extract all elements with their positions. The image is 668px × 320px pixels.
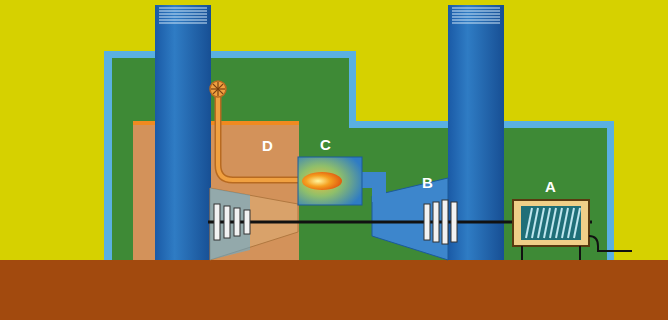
callout-letter: D [262, 138, 273, 153]
ground [0, 260, 668, 320]
chimney-stack [155, 5, 211, 260]
winding [568, 208, 574, 238]
vent-line [159, 8, 207, 9]
vent-line [159, 17, 207, 18]
vent-line [159, 20, 207, 21]
fan-blades [211, 82, 225, 96]
vent-line [159, 11, 207, 12]
flame [302, 172, 342, 190]
winding [550, 208, 556, 238]
turbine-disc [234, 208, 240, 236]
vent-line [452, 14, 500, 15]
vent-line [159, 14, 207, 15]
vent-line [159, 23, 207, 24]
turbine-disc [451, 202, 457, 242]
fan-blade [213, 84, 223, 94]
callout-letter: C [320, 137, 331, 152]
winding [532, 208, 538, 238]
turbine-disc [224, 206, 230, 238]
combustion-chamber [298, 157, 362, 205]
turbine-disc [244, 210, 250, 234]
turbine-disc [433, 202, 439, 242]
stack-vents [452, 8, 500, 23]
vent-line [452, 17, 500, 18]
turbine-disc [214, 204, 220, 240]
vent-line [452, 8, 500, 9]
winding [544, 208, 550, 238]
stack-vents [159, 8, 207, 23]
generator-frame [513, 200, 589, 246]
hot-gas-duct [372, 172, 386, 202]
callout-letter: A [545, 179, 556, 194]
fuel-pipe [218, 96, 300, 180]
callout-letter: B [422, 175, 433, 190]
fuel-pipe [218, 96, 300, 180]
vent-line [452, 11, 500, 12]
winding [538, 208, 544, 238]
winding [526, 208, 532, 238]
power-cable [589, 236, 632, 251]
vent-line [452, 20, 500, 21]
generator-core [521, 206, 581, 240]
steam-turbine-casing [210, 188, 298, 260]
turbine-disc [442, 200, 448, 244]
winding [574, 208, 580, 238]
steam-turbine-inlet [210, 188, 250, 260]
turbine-blades [214, 200, 457, 244]
generator-windings [526, 208, 580, 238]
fuel-fan [210, 81, 226, 97]
winding [562, 208, 568, 238]
turbine-disc [424, 204, 430, 240]
generator-leg [521, 246, 523, 260]
generator-leg [579, 246, 581, 260]
vent-line [452, 23, 500, 24]
winding [556, 208, 562, 238]
